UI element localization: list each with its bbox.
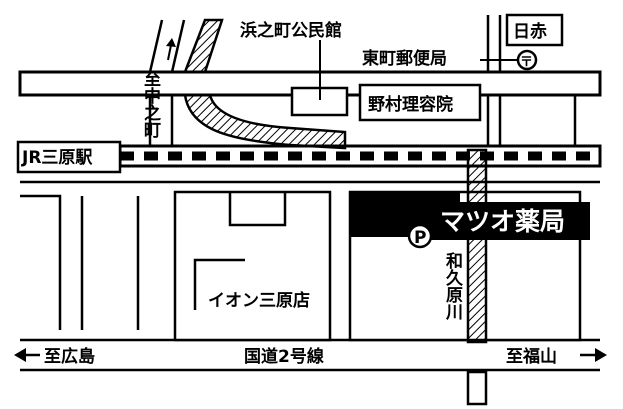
- railway: [118, 144, 602, 168]
- barber-label: 野村理容院: [368, 94, 453, 115]
- post-office-label: 東町郵便局: [362, 48, 447, 69]
- station-label: JR三原駅: [21, 148, 93, 168]
- nakanocho-road: [148, 19, 186, 146]
- aeon-label: イオン三原店: [208, 290, 310, 311]
- arrow-left: [14, 348, 40, 362]
- river-label: 和久原川: [442, 252, 464, 321]
- community-hall-label: 浜之町公民館: [240, 20, 342, 41]
- to-hiroshima-label: 至広島: [44, 346, 95, 367]
- post-office-icon: [480, 49, 538, 71]
- river-upper: [183, 18, 347, 150]
- red-cross-label: 日赤: [513, 21, 547, 42]
- post-symbol: 〒: [520, 55, 533, 70]
- pharmacy-label: マツオ薬局: [440, 207, 565, 236]
- national-road-label: 国道2号線: [244, 346, 324, 367]
- to-fukuyama-label: 至福山: [506, 346, 557, 367]
- mid-road: [20, 180, 600, 330]
- barber-building: [358, 83, 482, 122]
- parking-icon: [407, 223, 433, 249]
- red-cross-road: [486, 15, 577, 146]
- pharmacy-block: [350, 192, 590, 240]
- nakanocho-label: 至中之町: [140, 70, 161, 139]
- parking-label: P: [414, 228, 426, 248]
- wakuhara-river: [466, 148, 488, 406]
- community-hall-building: [290, 40, 349, 117]
- station-box: [16, 140, 122, 174]
- red-cross-box: [505, 13, 564, 47]
- arrow-right: [580, 348, 607, 362]
